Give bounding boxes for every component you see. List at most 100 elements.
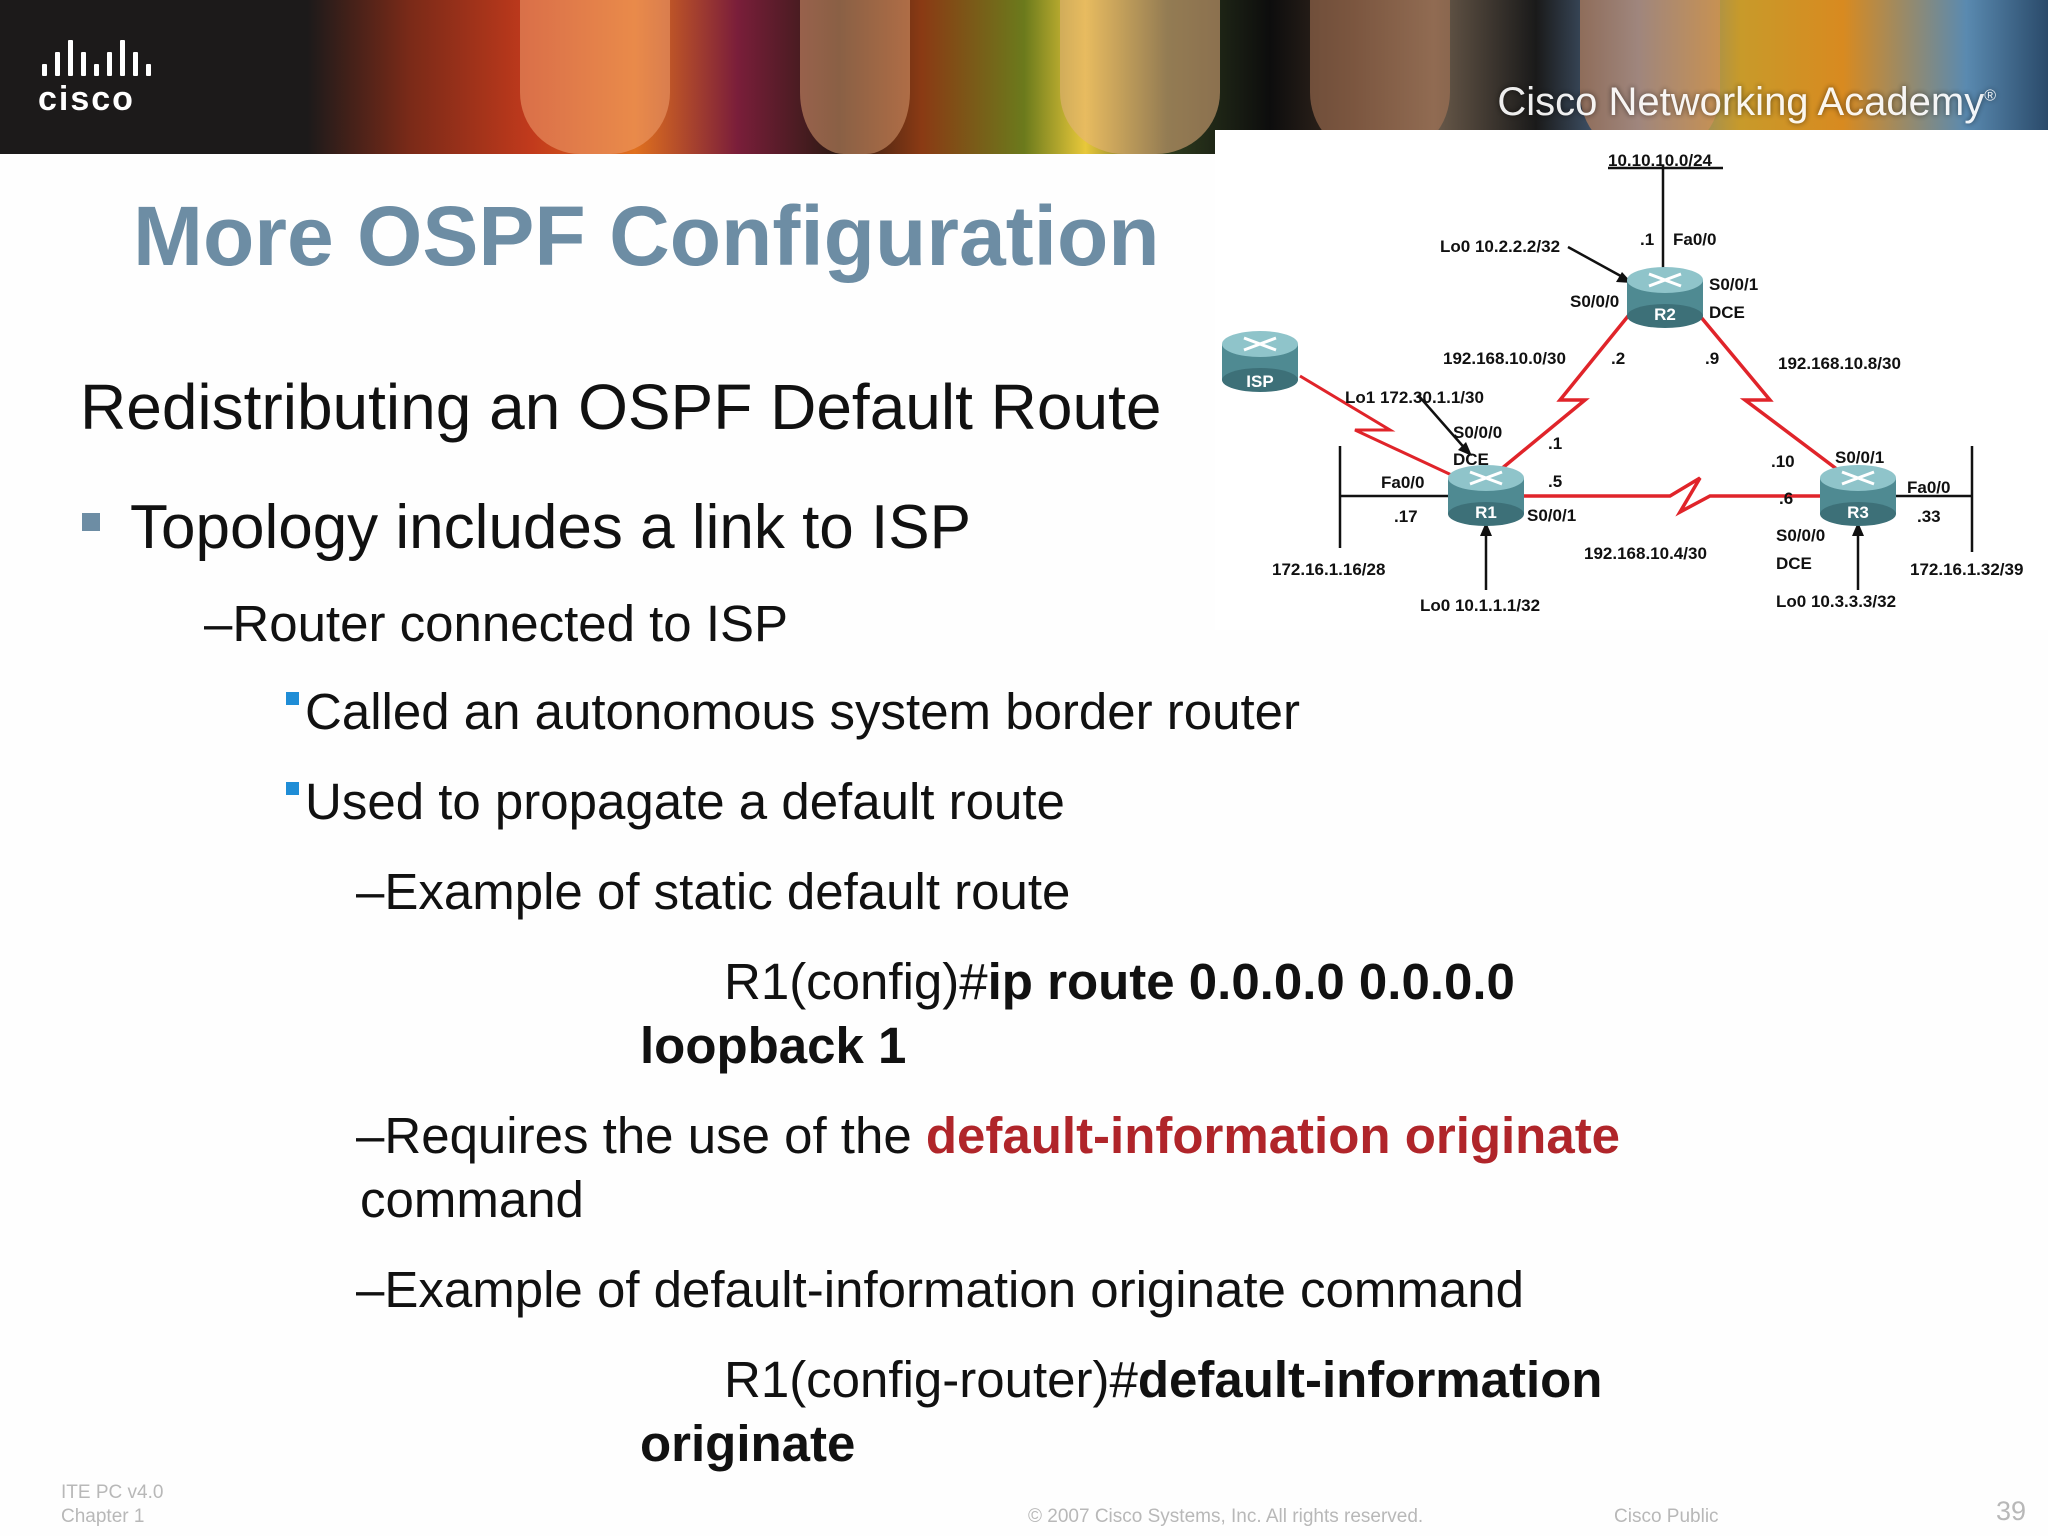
label-network: 192.168.10.8/30: [1778, 354, 1901, 373]
sub-sub-bullet: –Requires the use of the default-informa…: [356, 1106, 1620, 1165]
label-interface: Fa0/0: [1673, 230, 1716, 249]
banner-photo: [1310, 0, 1450, 154]
bullet-square-icon: [82, 512, 100, 531]
command-line: R1(config-router)#default-information: [724, 1350, 1602, 1409]
label-interface: S0/0/1: [1835, 448, 1884, 467]
label-dce: DCE: [1709, 303, 1745, 322]
label-network: 192.168.10.4/30: [1584, 544, 1707, 563]
page-number: 39: [1996, 1496, 2027, 1526]
label-interface: Fa0/0: [1907, 478, 1950, 497]
label-interface: S0/0/1: [1527, 506, 1576, 525]
label-interface: S0/0/0: [1570, 292, 1619, 311]
sub-sub-bullet-text: Example of static default route: [384, 863, 1071, 920]
sub-sub-bullet-text: Example of default-information originate…: [384, 1261, 1524, 1318]
label-network: 192.168.10.0/30: [1443, 349, 1566, 368]
footer-chapter: Chapter 1: [61, 1506, 145, 1527]
router-r1-icon: R1: [1448, 465, 1524, 526]
command-prompt: R1(config-router)#: [724, 1351, 1138, 1408]
label-network: 172.16.1.16/28: [1272, 560, 1385, 579]
highlight-command: default-information originate: [925, 1107, 1621, 1164]
command-text: default-information: [1137, 1351, 1603, 1408]
topology-diagram: ISP R2 R1 R3 10.10.10.0/24 Lo0 10.2.2.2/…: [1222, 151, 2023, 615]
header-banner: cisco Cisco Networking Academy®: [0, 0, 2048, 154]
banner-photo: [520, 0, 670, 154]
label-host: .2: [1611, 349, 1625, 368]
command-continuation: loopback 1: [640, 1017, 907, 1074]
lo1-arrow: [1417, 394, 1469, 453]
registered-mark: ®: [1984, 87, 1996, 105]
dash: –: [204, 595, 233, 652]
sub-sub-bullet: –Example of default-information originat…: [356, 1260, 1524, 1319]
router-r3-icon: R3: [1820, 465, 1896, 526]
label-interface: S0/0/0: [1453, 423, 1502, 442]
arrowhead: [1458, 442, 1472, 456]
label-loopback: Lo0 10.2.2.2/32: [1440, 237, 1560, 256]
academy-title: Cisco Networking Academy®: [1497, 80, 1996, 125]
bullet-square-icon: [286, 692, 299, 705]
label-network: 172.16.1.32/39: [1910, 560, 2023, 579]
command-text: ip route 0.0.0.0 0.0.0.0: [987, 953, 1515, 1010]
bullet-text: Topology includes a link to ISP: [130, 493, 971, 562]
router-r3-label: R3: [1847, 503, 1869, 522]
router-isp-label: ISP: [1246, 372, 1273, 391]
command-line: R1(config)#ip route 0.0.0.0 0.0.0.0: [724, 952, 1515, 1011]
label-network: 10.10.10.0/24: [1608, 151, 1713, 170]
serial-link-r1-r2: [1498, 308, 1635, 472]
bullet-square-icon: [286, 782, 299, 795]
sub-sub-bullet-text: Requires the use of the: [384, 1107, 926, 1164]
sub-sub-bullet: –Example of static default route: [356, 862, 1070, 921]
label-interface: Fa0/0: [1381, 473, 1424, 492]
list-item-text: Used to propagate a default route: [305, 773, 1065, 830]
list-item: Called an autonomous system border route…: [286, 682, 1300, 741]
cisco-logo-text: cisco: [38, 80, 135, 118]
label-host: .5: [1548, 472, 1562, 491]
footer-classification: Cisco Public: [1614, 1506, 1719, 1527]
serial-link-r2-r3: [1693, 308, 1840, 472]
arrowhead: [1480, 522, 1492, 536]
router-r1-label: R1: [1475, 503, 1497, 522]
command-prompt: R1(config)#: [724, 953, 988, 1010]
label-dce: DCE: [1453, 450, 1489, 469]
label-loopback: Lo1 172.30.1.1/30: [1345, 388, 1484, 407]
arrowhead: [1852, 522, 1864, 536]
sub-bullet: –Router connected to ISP: [204, 594, 788, 653]
dash: –: [356, 1107, 385, 1164]
banner-photo: [1580, 0, 1720, 154]
footer-copyright: © 2007 Cisco Systems, Inc. All rights re…: [1028, 1506, 1424, 1527]
slide-heading: Redistributing an OSPF Default Route: [80, 371, 1162, 443]
serial-link-r1-r3: [1515, 476, 1825, 517]
label-host: .1: [1548, 434, 1562, 453]
label-host: .1: [1640, 230, 1654, 249]
label-host: .6: [1779, 489, 1793, 508]
sub-sub-bullet-continuation: command: [360, 1171, 584, 1228]
slide-title: More OSPF Configuration: [133, 189, 1160, 283]
banner-photo: [800, 0, 910, 154]
sub-bullet-text: Router connected to ISP: [232, 595, 789, 652]
dash: –: [356, 863, 385, 920]
label-host: .10: [1771, 452, 1795, 471]
footer-course: ITE PC v4.0: [61, 1482, 164, 1503]
cisco-bars-icon: [38, 36, 188, 76]
dash: –: [356, 1261, 385, 1318]
label-host: .33: [1917, 507, 1941, 526]
command-continuation: originate: [640, 1415, 856, 1472]
bullet-item: Topology includes a link to ISP: [82, 492, 971, 563]
lo0-arrow: [1567, 245, 1629, 282]
label-host: .17: [1394, 507, 1418, 526]
router-r2-icon: R2: [1627, 267, 1703, 328]
label-interface: S0/0/0: [1776, 526, 1825, 545]
router-r2-label: R2: [1654, 305, 1676, 324]
academy-text: Cisco Networking Academy: [1497, 80, 1985, 124]
cisco-logo: cisco: [38, 36, 188, 126]
label-dce: DCE: [1776, 554, 1812, 573]
label-loopback: Lo0 10.1.1.1/32: [1420, 596, 1540, 615]
label-host: .9: [1705, 349, 1719, 368]
banner-photo: [1060, 0, 1220, 154]
router-isp-icon: ISP: [1222, 331, 1298, 392]
list-item: Used to propagate a default route: [286, 772, 1065, 831]
serial-link-isp-r1: [1299, 374, 1459, 480]
diagram-background: [1215, 130, 2048, 630]
list-item-text: Called an autonomous system border route…: [305, 683, 1301, 740]
label-loopback: Lo0 10.3.3.3/32: [1776, 592, 1896, 611]
label-interface: S0/0/1: [1709, 275, 1758, 294]
